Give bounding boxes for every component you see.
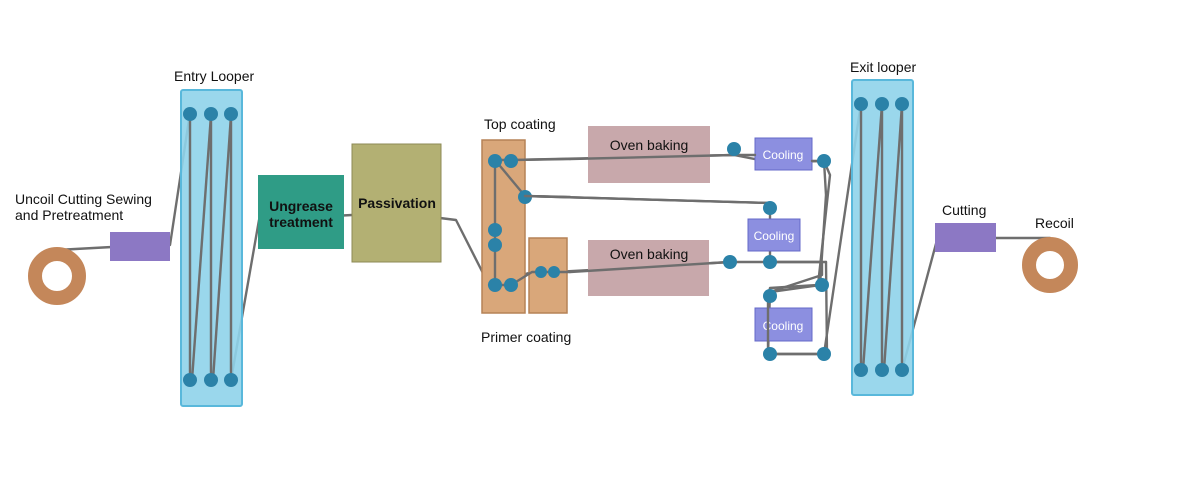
roller <box>504 278 518 292</box>
roller <box>488 238 502 252</box>
cooling-3-box <box>754 307 813 342</box>
top-coating-label: Top coating <box>484 116 556 132</box>
exit-looper-label: Exit looper <box>850 59 916 75</box>
roller <box>204 373 218 387</box>
oven-top-label: Oven baking <box>610 137 689 153</box>
roller <box>548 266 560 278</box>
roller <box>875 363 889 377</box>
primer-coater-box <box>528 237 568 314</box>
roller <box>224 373 238 387</box>
entry-looper-rollers <box>183 107 238 387</box>
cooling-rollers <box>723 142 831 361</box>
roller <box>535 266 547 278</box>
roller <box>763 289 777 303</box>
roller <box>488 278 502 292</box>
oven-bottom-label: Oven baking <box>610 246 689 262</box>
cooling-1-box <box>754 137 813 171</box>
roller <box>895 97 909 111</box>
cooling-3-label: Cooling <box>763 319 804 333</box>
recoil-coil-icon <box>1022 237 1078 293</box>
cutting-box <box>935 223 996 252</box>
roller <box>183 107 197 121</box>
cooling-2-label: Cooling <box>754 229 795 243</box>
ungrease-label-line1: Ungrease <box>269 198 333 214</box>
roller <box>723 255 737 269</box>
roller <box>488 154 502 168</box>
passivation-label: Passivation <box>358 195 436 211</box>
exit-looper-rollers <box>854 97 909 377</box>
roller <box>854 97 868 111</box>
entry-looper-label: Entry Looper <box>174 68 254 84</box>
roller <box>488 223 502 237</box>
roller <box>875 97 889 111</box>
cooling-2-box <box>747 218 801 252</box>
roller <box>763 255 777 269</box>
roller <box>204 107 218 121</box>
coater-rollers <box>488 154 560 292</box>
roller <box>763 201 777 215</box>
oven-top-box <box>588 126 710 183</box>
pretreatment-box <box>110 232 170 261</box>
roller <box>224 107 238 121</box>
ungrease-treatment-box <box>258 175 344 249</box>
roller <box>727 142 741 156</box>
oven-strip <box>568 153 736 274</box>
roller <box>895 363 909 377</box>
cooling-1-label: Cooling <box>763 148 804 162</box>
uncoil-label-line2: and Pretreatment <box>15 207 123 223</box>
roller <box>817 154 831 168</box>
roller <box>183 373 197 387</box>
roller <box>815 278 829 292</box>
uncoil-coil-icon <box>28 247 86 305</box>
recoil-label: Recoil <box>1035 215 1074 231</box>
roller <box>817 347 831 361</box>
passivation-box <box>351 143 442 263</box>
primer-coating-label: Primer coating <box>481 329 571 345</box>
uncoil-label-line1: Uncoil Cutting Sewing <box>15 191 152 207</box>
cutting-label: Cutting <box>942 202 986 218</box>
ungrease-label-line2: treatment <box>269 214 333 230</box>
roller <box>504 154 518 168</box>
roller <box>763 347 777 361</box>
roller <box>854 363 868 377</box>
